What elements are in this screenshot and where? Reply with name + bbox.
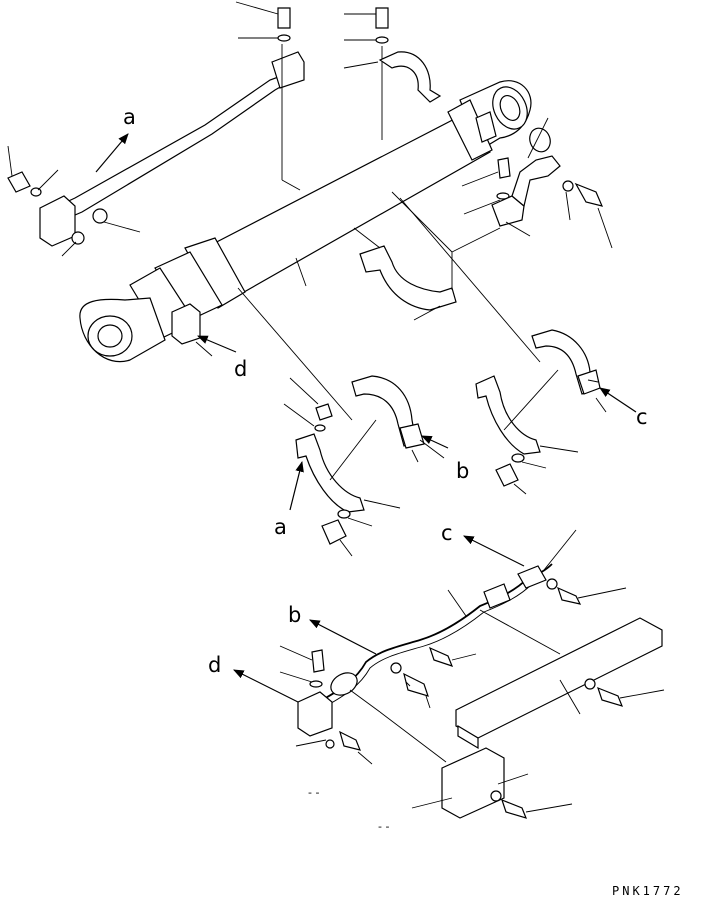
bolt-icon [277, 7, 291, 29]
label-c-right: c [636, 405, 648, 429]
bolt-icon [339, 730, 361, 751]
washer-icon [30, 187, 42, 197]
bolt-icon [557, 586, 582, 605]
washer-icon [375, 36, 389, 44]
drawing-code: PNK1772 [612, 884, 684, 898]
label-b-right: b [456, 459, 469, 483]
o-ring [71, 231, 85, 245]
o-ring [92, 208, 108, 224]
arrows [95, 133, 637, 703]
washer-icon [314, 424, 326, 432]
small-mark-1: - - [308, 786, 319, 799]
leader-lines [195, 179, 541, 421]
washer-icon [496, 192, 510, 200]
bolt-icon [495, 463, 519, 487]
pipe-a-clamp [271, 51, 305, 89]
label-b-bottom: b [288, 603, 301, 627]
bolt-icon [311, 649, 325, 673]
washer-icon [309, 680, 323, 688]
clamp-group-right [475, 329, 607, 495]
washer-icon [277, 34, 291, 42]
label-d-top: d [234, 357, 247, 381]
clamp-center [353, 191, 501, 321]
label-d-bottom: d [208, 653, 221, 677]
washer-icon [325, 739, 335, 749]
bolt-icon [375, 7, 389, 29]
o-ring [529, 127, 551, 153]
bolt-icon [597, 686, 624, 707]
washer-icon [562, 180, 574, 192]
bolt-icon [574, 182, 604, 207]
arrow-icon [463, 535, 525, 567]
block-d [297, 691, 333, 737]
washer-icon [390, 662, 402, 674]
washer-icon [337, 509, 351, 519]
bolt-icon [497, 157, 511, 179]
small-mark-2: - - [378, 820, 389, 833]
harness-assembly [279, 529, 665, 819]
arrow-icon [289, 460, 304, 511]
fasteners-top [7, 1, 389, 257]
label-a-bottom: a [274, 515, 287, 539]
pipe-a [39, 51, 305, 247]
arrow-icon [309, 619, 377, 655]
bolt-icon [403, 672, 429, 697]
bolt-icon [321, 519, 347, 545]
washer-icon [490, 790, 502, 802]
washer-icon [511, 453, 525, 463]
clamp-top [378, 51, 442, 103]
washer-icon [546, 578, 558, 590]
clamp-group-left [283, 375, 445, 557]
pipe-rod-end [461, 117, 613, 249]
bolt-icon [501, 798, 528, 819]
arrow-icon [421, 435, 449, 449]
bolt-icon [429, 646, 454, 667]
nut-icon [315, 403, 333, 421]
hydraulic-cylinder [79, 80, 532, 363]
label-c-bottom: c [441, 521, 453, 545]
bolt-icon [7, 171, 31, 193]
pipe-a-flange [39, 195, 76, 247]
arrow-icon [233, 669, 299, 703]
label-a-top: a [123, 105, 136, 129]
arrow-icon [197, 335, 237, 353]
washer-icon [584, 678, 596, 690]
arrow-icon [95, 133, 129, 173]
arrow-icon [599, 387, 637, 413]
